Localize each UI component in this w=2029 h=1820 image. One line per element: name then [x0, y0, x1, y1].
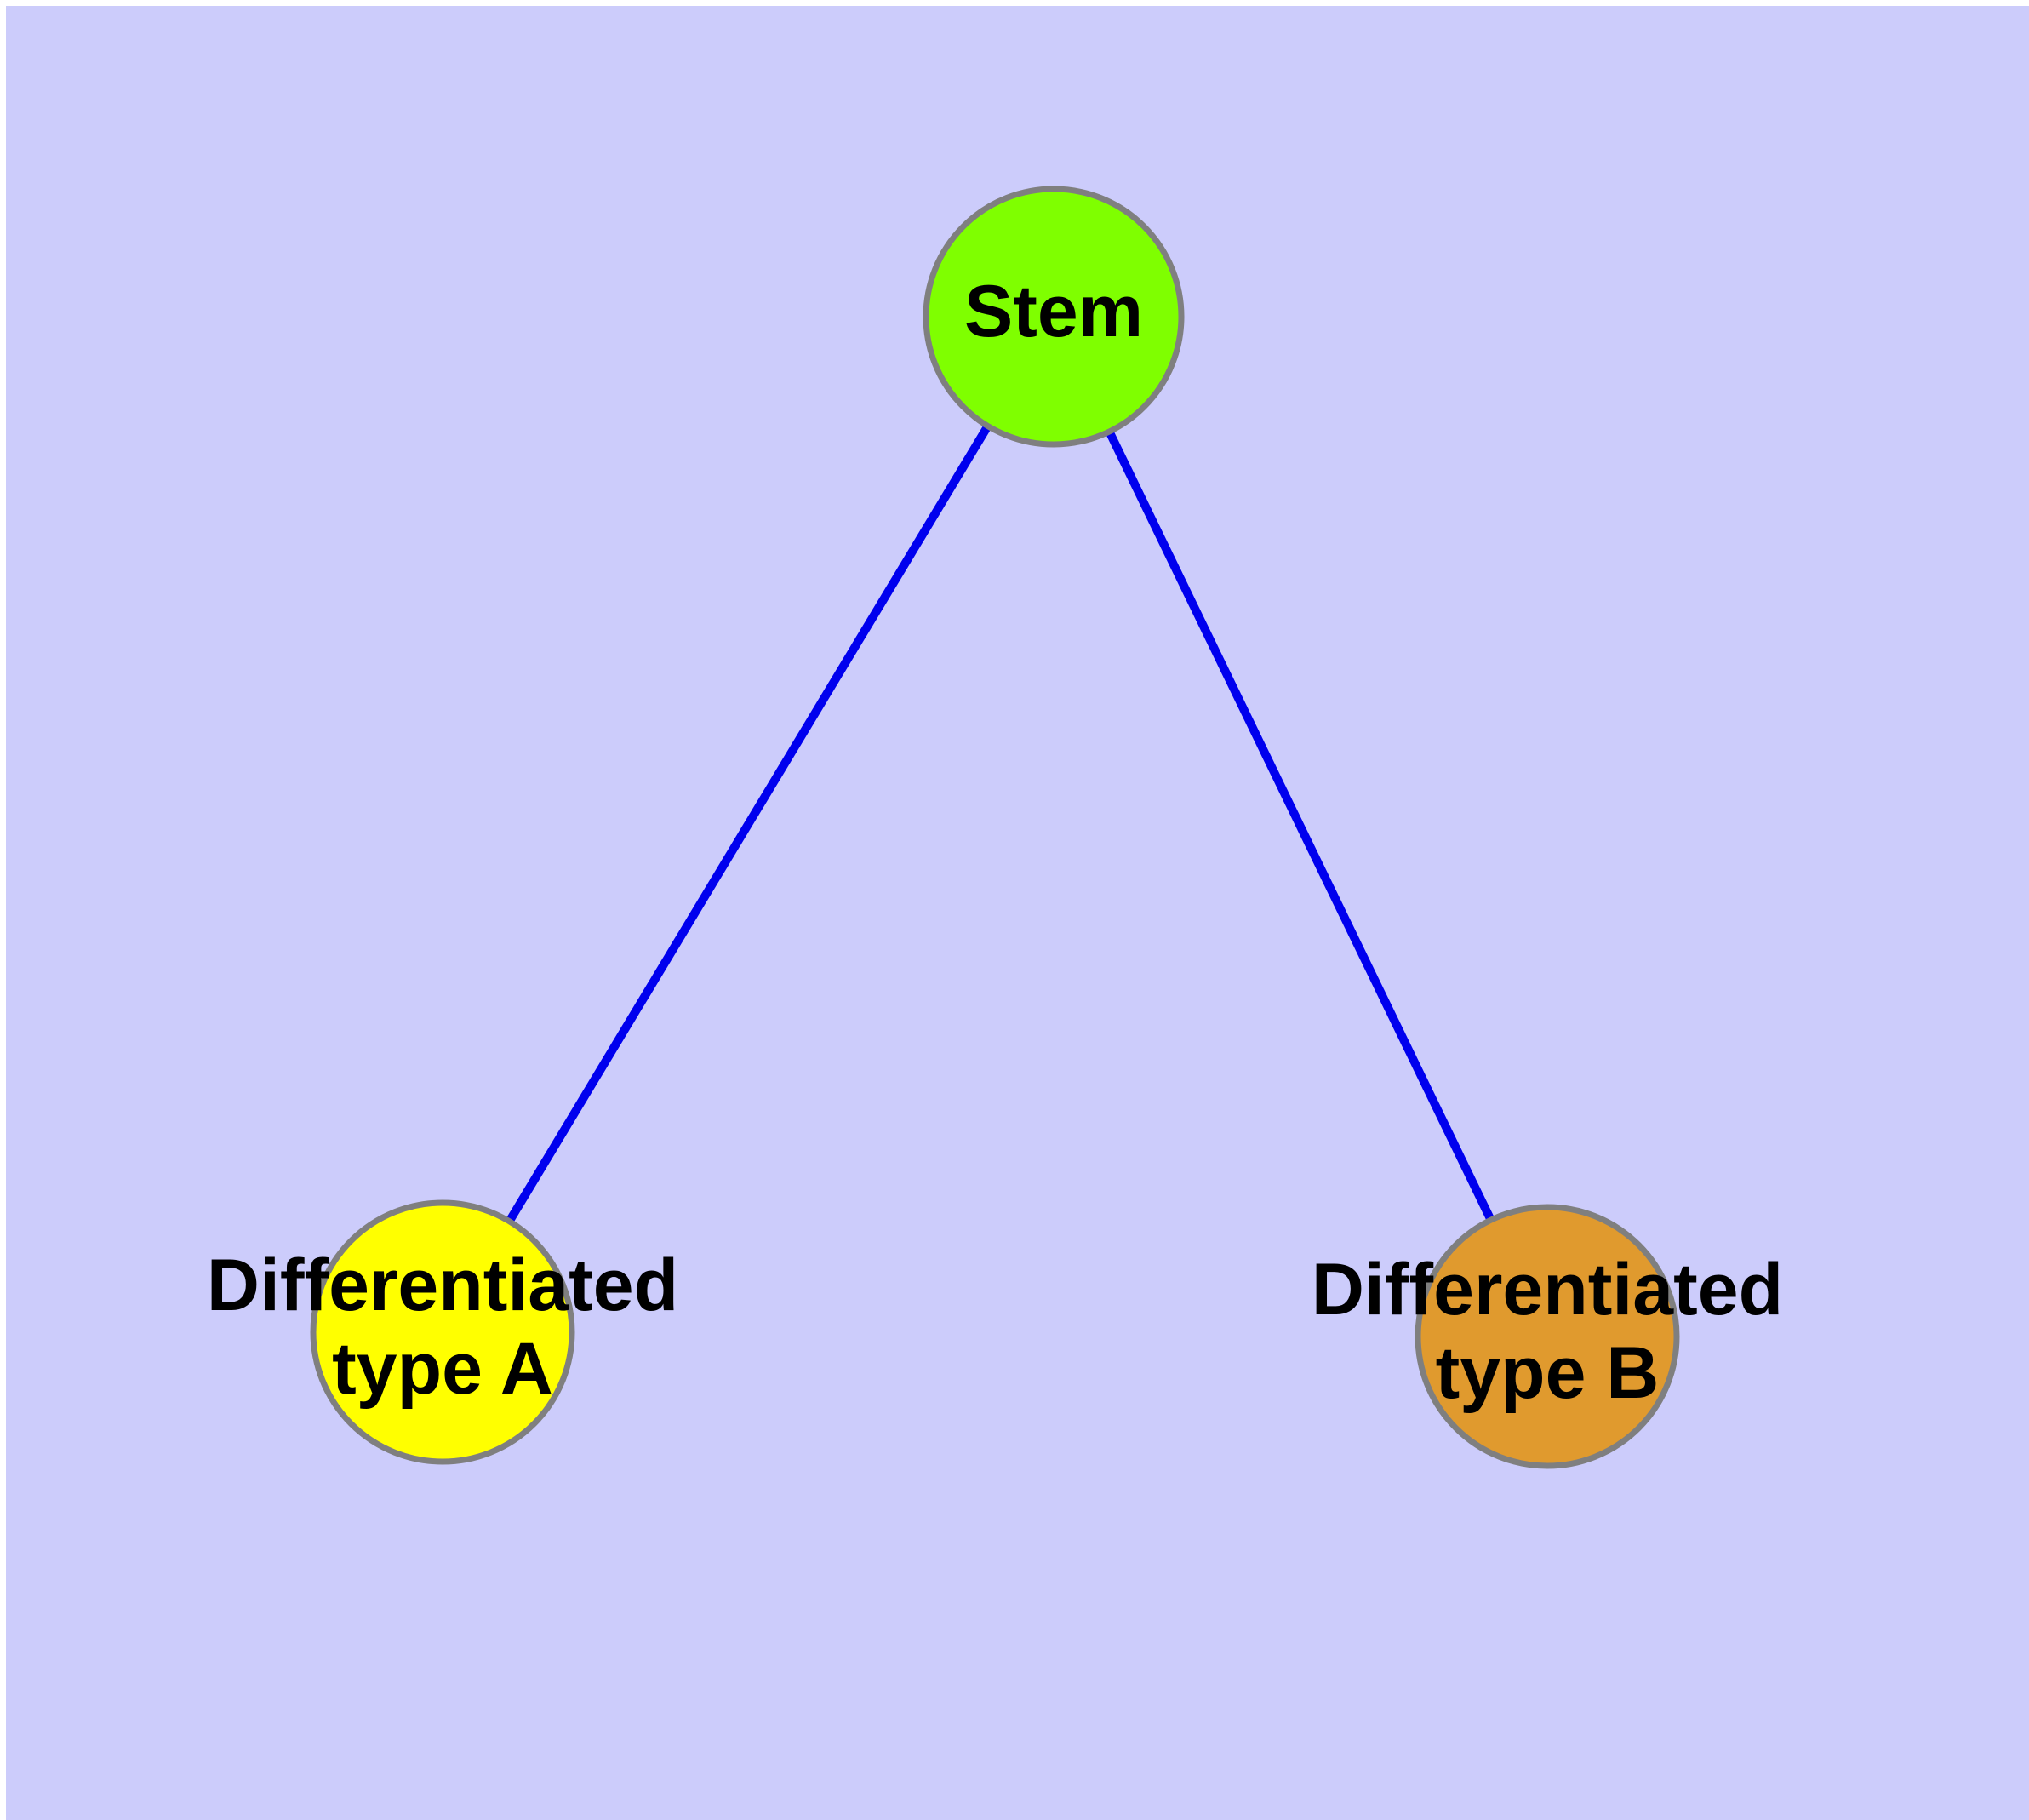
label-line: Differentiated: [207, 1245, 678, 1326]
label-line: Differentiated: [1312, 1249, 1783, 1331]
label-line: type A: [332, 1328, 553, 1410]
graph-node-stem[interactable]: [923, 186, 1185, 448]
graph-node-label-stem: Stem: [964, 271, 1143, 352]
label-line: Stem: [964, 271, 1143, 352]
graph-edge-stem-diff_b[interactable]: [1049, 314, 1552, 1339]
edges-group: [438, 314, 1552, 1339]
label-line: type B: [1436, 1332, 1660, 1414]
graph-node-diff_b[interactable]: [1415, 1204, 1680, 1469]
graph-edge-stem-diff_a[interactable]: [438, 314, 1058, 1335]
nodes-group: [310, 186, 1680, 1469]
graph-node-diff_a[interactable]: [310, 1199, 575, 1465]
